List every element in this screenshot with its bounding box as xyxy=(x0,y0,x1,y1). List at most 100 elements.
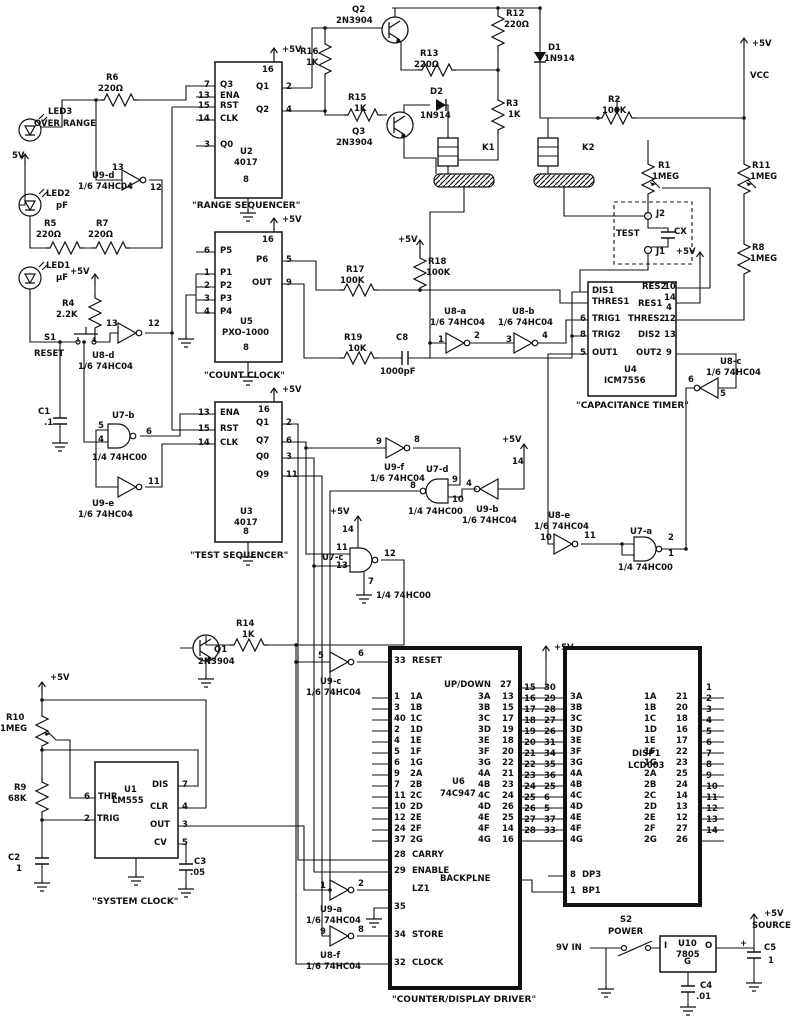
u1-out: OUT xyxy=(150,820,170,830)
r3-ref: R3 xyxy=(506,99,519,109)
u7c-pin14: 14 xyxy=(342,525,354,535)
u6-left-seg-2C: 2C xyxy=(410,791,423,801)
disp1-right-seg-1E: 1E xyxy=(644,736,656,746)
u2-ref: U2 xyxy=(240,147,253,157)
disp1-right-pin-1G: 23 xyxy=(676,758,688,768)
disp1-left-pin-3B: 29 xyxy=(544,694,556,704)
u3-q7: Q7 xyxy=(256,436,270,446)
u7a-part: 1/4 74HC00 xyxy=(618,563,673,573)
bus-wire-left-18: 18 xyxy=(524,716,536,726)
u2-pin16: 16 xyxy=(262,65,274,75)
u3-pin13: 13 xyxy=(198,408,210,418)
disp1-left-seg-4A: 4A xyxy=(570,769,583,779)
r17-val: 100K xyxy=(340,276,365,286)
u4-pin14: 14 xyxy=(664,293,676,303)
r13-val: 220Ω xyxy=(414,60,439,70)
led3-ref: LED3 xyxy=(48,107,73,117)
j2-label: J2 xyxy=(656,209,666,219)
r6-ref: R6 xyxy=(106,73,119,83)
u6-left-pin-1B: 3 xyxy=(394,703,400,713)
s2-label: POWER xyxy=(608,927,644,937)
u1-pin3: 3 xyxy=(182,820,188,830)
u6-left-pin-1G: 6 xyxy=(394,758,400,768)
u6-right-pin-4G: 16 xyxy=(502,835,514,845)
disp1-right-pin-2A: 25 xyxy=(676,769,688,779)
source-label: SOURCE xyxy=(752,921,791,931)
u5-pin16: 16 xyxy=(262,235,274,245)
c4-ref: C4 xyxy=(700,981,713,991)
disp1-left-seg-3A: 3A xyxy=(570,692,583,702)
u3-pin14: 14 xyxy=(198,438,210,448)
r8-ref: R8 xyxy=(752,243,765,253)
r7-ref: R7 xyxy=(96,219,109,229)
u1-pin7: 7 xyxy=(182,780,188,790)
u5-p6: P6 xyxy=(256,255,269,265)
disp1-right-pin-1D: 16 xyxy=(676,725,688,735)
disp1-left-seg-3G: 3G xyxy=(570,758,583,768)
bus-wire-left-16: 16 xyxy=(524,694,536,704)
disp1-left-pin-4B: 36 xyxy=(544,771,556,781)
u3-ena: ENA xyxy=(220,408,240,418)
u6-right-seg-4G: 4G xyxy=(478,835,491,845)
u6-right-pin-4C: 24 xyxy=(502,791,514,801)
u7c-pin12: 12 xyxy=(384,549,396,559)
disp1-left-seg-4C: 4C xyxy=(570,791,583,801)
u9c-part: 1/6 74HC04 xyxy=(306,688,361,698)
u6-right-pin-3B: 15 xyxy=(502,703,514,713)
u9c-ref: U9-c xyxy=(320,677,342,687)
switch-S1-reset xyxy=(74,327,98,345)
u4-pin9: 9 xyxy=(666,348,672,358)
u5-ref: U5 xyxy=(240,317,253,327)
p5v-r18: +5V xyxy=(398,235,418,245)
u6-right-seg-4C: 4C xyxy=(478,791,491,801)
u3-caption: "TEST SEQUENCER" xyxy=(190,551,289,561)
u3-pin11: 11 xyxy=(286,470,298,480)
bus-wire-left-23: 23 xyxy=(524,771,536,781)
u5-p1: P1 xyxy=(220,268,233,278)
u8f-pin9: 9 xyxy=(320,927,326,937)
c5-val: 1 xyxy=(768,956,774,966)
u6-store: STORE xyxy=(412,930,444,940)
disp1-left-seg-4E: 4E xyxy=(570,813,582,823)
u6-pin35: 35 xyxy=(394,902,406,912)
u6-reset: RESET xyxy=(412,656,443,666)
u6-right-seg-3A: 3A xyxy=(478,692,491,702)
r19-ref: R19 xyxy=(344,333,363,343)
p5v-u9b: +5V xyxy=(502,435,522,445)
bus-wire-left-22: 22 xyxy=(524,760,536,770)
u6-left-pin-1C: 40 xyxy=(394,714,406,724)
u4-pin10: 10 xyxy=(664,282,676,292)
u6-right-pin-3D: 19 xyxy=(502,725,514,735)
bus-wire-right-5: 5 xyxy=(706,727,712,737)
r12-val: 220Ω xyxy=(504,20,529,30)
u2-pin7: 7 xyxy=(204,80,210,90)
r9-val: 68K xyxy=(8,794,27,804)
led2-label: pF xyxy=(56,201,68,211)
disp1-right-pin-2G: 26 xyxy=(676,835,688,845)
p5v-u7: +5V xyxy=(330,507,350,517)
disp1-right-seg-1F: 1F xyxy=(644,747,656,757)
u8c-ref: U8-c xyxy=(720,357,742,367)
u6-left-pin-1A: 1 xyxy=(394,692,400,702)
u6-left-pin-1D: 2 xyxy=(394,725,400,735)
u7d-pin9: 9 xyxy=(452,475,458,485)
q3-part: 2N3904 xyxy=(336,138,373,148)
u6-right-pin-4D: 26 xyxy=(502,802,514,812)
r5-ref: R5 xyxy=(44,219,57,229)
d1-ref: D1 xyxy=(548,43,561,53)
u9b-pin14: 14 xyxy=(512,457,524,467)
p5v-source: +5V xyxy=(764,909,784,919)
u9e-part: 1/6 74HC04 xyxy=(78,510,133,520)
u2-q3: Q3 xyxy=(220,80,234,90)
led2-ref: LED2 xyxy=(46,189,71,199)
bus-wire-left-17: 17 xyxy=(524,705,536,715)
u6-backplne: BACKPLNE xyxy=(440,874,491,884)
bus-wire-left-21: 21 xyxy=(524,749,536,759)
wires-top-right xyxy=(282,7,757,550)
u6-right-pin-4E: 25 xyxy=(502,813,514,823)
u6-right-pin-3C: 17 xyxy=(502,714,514,724)
k2-ref: K2 xyxy=(582,143,595,153)
u6-right-seg-3B: 3B xyxy=(478,703,491,713)
r19-val: 10K xyxy=(348,344,367,354)
disp1-right-seg-2B: 2B xyxy=(644,780,657,790)
